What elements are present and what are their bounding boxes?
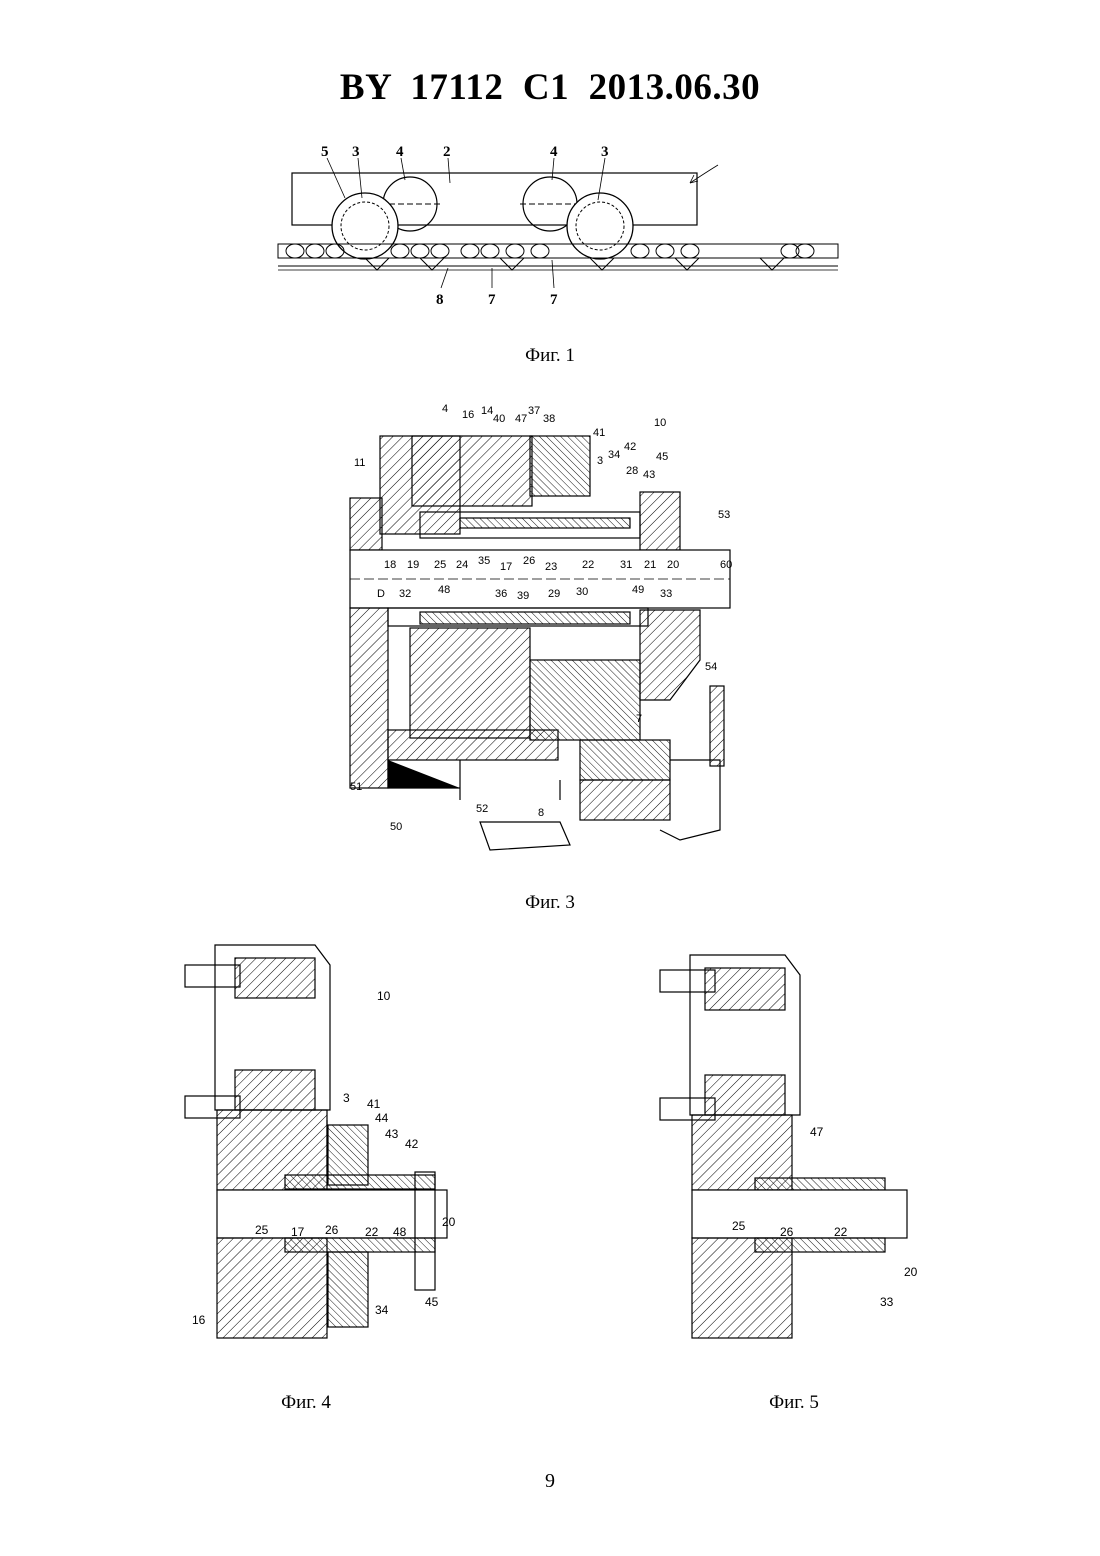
fig3-label-7: 7	[636, 713, 642, 725]
fig4-label-17: 17	[291, 1225, 305, 1239]
fig5-label-20: 20	[904, 1265, 918, 1279]
fig3-label-53: 53	[718, 509, 730, 521]
fig3-label-16: 16	[462, 409, 474, 421]
fig3-label-49: 49	[632, 584, 644, 596]
fig3-label-8: 8	[538, 807, 544, 819]
fig3-label-32: 32	[399, 588, 411, 600]
page-number: 9	[0, 1470, 1100, 1493]
fig4-label-16: 16	[192, 1313, 206, 1327]
fig3-label-51: 51	[350, 781, 362, 793]
fig3-label-43: 43	[643, 469, 655, 481]
fig4-label-48: 48	[393, 1225, 407, 1239]
figure-1-drawing: 5 3 4 2 4 3 8 7 7	[270, 138, 840, 313]
fig3-label-31: 31	[620, 559, 632, 571]
fig3-label-47: 47	[515, 413, 527, 425]
fig1-label-7a: 7	[488, 292, 496, 308]
fig5-label-33: 33	[880, 1295, 894, 1309]
fig5-label-47: 47	[810, 1125, 824, 1139]
fig3-label-30: 30	[576, 586, 588, 598]
fig3-label-3: 3	[597, 455, 603, 467]
figure-5-caption: Фиг. 5	[694, 1392, 894, 1414]
fig3-label-60: 60	[720, 559, 732, 571]
fig3-label-40: 40	[493, 413, 505, 425]
fig3-label-21: 21	[644, 559, 656, 571]
fig3-label-29: 29	[548, 588, 560, 600]
fig3-label-4: 4	[442, 403, 448, 415]
fig3-label-28: 28	[626, 465, 638, 477]
fig3-label-42: 42	[624, 441, 636, 453]
fig3-label-45: 45	[656, 451, 668, 463]
fig3-label-52: 52	[476, 803, 488, 815]
fig4-label-3: 3	[343, 1091, 350, 1105]
fig3-label-34: 34	[608, 449, 620, 461]
fig3-label-19: 19	[407, 559, 419, 571]
fig3-label-11: 11	[354, 457, 365, 469]
fig3-label-36: 36	[495, 588, 507, 600]
fig3-label-37: 37	[528, 405, 540, 417]
fig3-label-38: 38	[543, 413, 555, 425]
fig3-label-26: 26	[523, 555, 535, 567]
fig3-label-22: 22	[582, 559, 594, 571]
fig5-label-25: 25	[732, 1219, 746, 1233]
fig4-label-43: 43	[385, 1127, 399, 1141]
fig3-label-20: 20	[667, 559, 679, 571]
fig4-label-41: 41	[367, 1097, 381, 1111]
document-header: BY 17112 C1 2013.06.30	[0, 66, 1100, 109]
fig4-label-26: 26	[325, 1223, 339, 1237]
fig4-label-45: 45	[425, 1295, 439, 1309]
fig3-label-48: 48	[438, 584, 450, 596]
fig1-label-5: 5	[321, 144, 329, 160]
fig1-label-8: 8	[436, 292, 444, 308]
fig4-label-44: 44	[375, 1111, 389, 1125]
fig3-label-39: 39	[517, 590, 529, 602]
fig5-label-22: 22	[834, 1225, 848, 1239]
fig4-label-34: 34	[375, 1303, 389, 1317]
fig3-label-25: 25	[434, 559, 446, 571]
fig1-label-4b: 4	[550, 144, 558, 160]
figure-3-drawing: 4 16 14 40 47 37 38 41 3 34 42 28 43 10 …	[340, 400, 740, 860]
figure-3-caption: Фиг. 3	[450, 892, 650, 914]
fig4-label-42: 42	[405, 1137, 419, 1151]
fig1-label-4a: 4	[396, 144, 404, 160]
fig3-label-10: 10	[654, 417, 666, 429]
fig3-label-14: 14	[481, 405, 493, 417]
fig4-label-20: 20	[442, 1215, 456, 1229]
figure-5-drawing: 47 25 26 22 20 33	[650, 940, 940, 1365]
fig3-label-24: 24	[456, 559, 468, 571]
fig4-label-10: 10	[377, 989, 391, 1003]
figure-1-caption: Фиг. 1	[450, 345, 650, 367]
fig3-label-54: 54	[705, 661, 717, 673]
fig1-label-3a: 3	[352, 144, 360, 160]
figure-4-caption: Фиг. 4	[206, 1392, 406, 1414]
fig3-label-18: 18	[384, 559, 396, 571]
fig5-label-26: 26	[780, 1225, 794, 1239]
fig3-label-41: 41	[593, 427, 605, 439]
fig3-label-50: 50	[390, 821, 402, 833]
fig4-label-22: 22	[365, 1225, 379, 1239]
fig3-label-17: 17	[500, 561, 512, 573]
fig3-label-35: 35	[478, 555, 490, 567]
fig3-label-33: 33	[660, 588, 672, 600]
fig4-label-25: 25	[255, 1223, 269, 1237]
fig1-label-3b: 3	[601, 144, 609, 160]
fig1-label-7b: 7	[550, 292, 558, 308]
fig3-label-D: D	[377, 588, 385, 600]
fig3-label-23: 23	[545, 561, 557, 573]
figure-4-drawing: 10 3 41 44 43 42 25 17 26 22 48 20 16 34…	[175, 940, 475, 1365]
fig1-label-2: 2	[443, 144, 451, 160]
